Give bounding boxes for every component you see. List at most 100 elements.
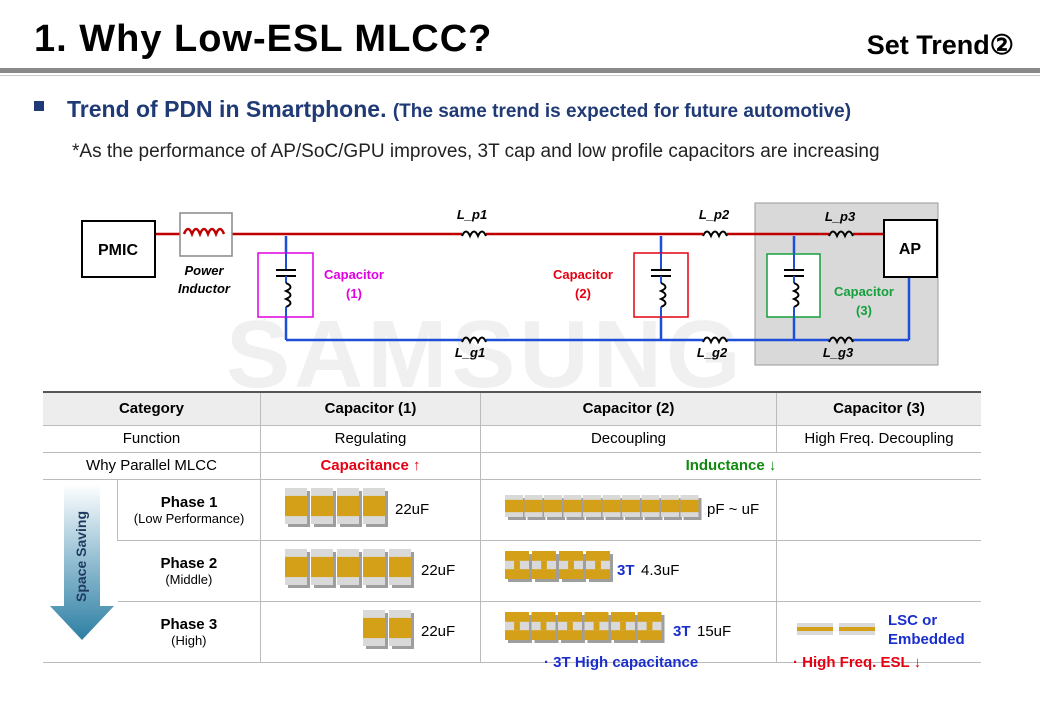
ap-label: AP: [899, 241, 922, 258]
mlcc-chip-icon: [504, 494, 526, 520]
power-inductor-box: [179, 212, 233, 257]
phase-1-name: Phase 1: [160, 493, 218, 511]
lg2-label: L_g2: [697, 345, 728, 360]
why-cap23: Inductance ↓: [479, 452, 981, 480]
phase-3-cap3-lsc: LSC or Embedded: [796, 612, 965, 648]
lg1-label: L_g1: [455, 345, 485, 360]
phase-3-cap2-chips: 3T 15uF: [504, 611, 731, 643]
inductor-lp3-icon: [828, 230, 854, 239]
why-row: Why Parallel MLCC Capacitance ↑ Inductan…: [43, 452, 981, 480]
mlcc-chip-icon: [584, 611, 612, 643]
mlcc-chip-icon: [637, 611, 665, 643]
phase-1-cap1-chips: 22uF: [284, 487, 429, 527]
phase-3-cap2-prefix: 3T: [673, 623, 691, 640]
phase-3-cap2: 3T 15uF: [479, 601, 777, 663]
mlcc-chip-icon: [610, 611, 638, 643]
phase-3-cap2-value: 15uF: [697, 623, 731, 640]
mlcc-chip-icon: [582, 494, 604, 520]
mlcc-chip-icon: [284, 487, 310, 527]
mlcc-chip-icon: [362, 548, 388, 588]
mlcc-chip-icon: [362, 487, 388, 527]
space-saving-label: Space Saving: [73, 511, 89, 602]
phase-2-cap3: [775, 540, 981, 602]
phase-3-cap1: 22uF: [259, 601, 481, 663]
function-label: Function: [43, 425, 261, 453]
mlcc-chip-icon: [388, 548, 414, 588]
headline-paren: (The same trend is expected for future a…: [392, 101, 852, 122]
function-row: Function Regulating Decoupling High Freq…: [43, 425, 981, 453]
mlcc-chip-icon: [524, 494, 546, 520]
mlcc-chip-icon: [557, 611, 585, 643]
phase-1-cap1-value: 22uF: [395, 501, 429, 518]
inductor-lg3-icon: [828, 336, 854, 345]
phase-3-name: Phase 3: [160, 615, 218, 633]
mlcc-chip-icon: [621, 494, 643, 520]
phase-1-cap2: pF ~ uF: [479, 479, 777, 541]
mlcc-chip-icon: [504, 611, 532, 643]
headline-main: Trend of PDN in Smartphone.: [67, 96, 387, 122]
ap-box: [883, 219, 938, 278]
phase-3-cap3-label-2: Embedded: [888, 631, 965, 648]
phase-1-sub: (Low Performance): [133, 510, 245, 526]
mlcc-chip-icon: [585, 550, 613, 582]
function-cap2: Decoupling: [479, 425, 777, 453]
capacitor-1-label-1: Capacitor: [324, 267, 384, 282]
pmic-box: [81, 220, 156, 278]
phase-3-cap3-label-1: LSC or: [888, 612, 937, 629]
phase-2-cap2-prefix: 3T: [617, 562, 635, 579]
mlcc-chip-icon: [531, 550, 559, 582]
table-header-row: Category Capacitor (1) Capacitor (2) Cap…: [43, 391, 981, 426]
phase-2-name: Phase 2: [160, 554, 218, 572]
header-cap3: Capacitor (3): [775, 391, 981, 426]
down-arrow-icon: [50, 484, 114, 640]
header-cap1: Capacitor (1): [259, 391, 481, 426]
phase-1-cap2-value: pF ~ uF: [707, 501, 759, 518]
headline: Trend of PDN in Smartphone. (The same tr…: [67, 96, 851, 123]
function-cap1: Regulating: [259, 425, 481, 453]
why-label: Why Parallel MLCC: [43, 452, 261, 480]
header-cap2: Capacitor (2): [479, 391, 777, 426]
mlcc-chip-icon: [558, 550, 586, 582]
mlcc-chip-icon: [388, 609, 414, 649]
power-inductor-coil-icon: [182, 227, 226, 238]
capacitor-1-label-2: (1): [346, 286, 362, 301]
why-cap1: Capacitance ↑: [259, 452, 481, 480]
space-saving-arrow: Space Saving: [50, 484, 114, 640]
phase-3-row: Phase 3 (High) 22uF 3T 15uF LSC or Embed…: [43, 601, 981, 663]
watermark: SAMSUNG: [226, 301, 745, 408]
phase-3-label: Phase 3 (High): [117, 601, 261, 663]
phase-1-cap1: 22uF: [259, 479, 481, 541]
phase-3-cap1-chips: 22uF: [362, 609, 455, 649]
ground-line: [284, 236, 911, 342]
phase-2-cap2: 3T 4.3uF: [479, 540, 777, 602]
phase-2-cap1-value: 22uF: [421, 562, 455, 579]
phase-1-label: Phase 1 (Low Performance): [117, 479, 261, 541]
capacitor-2-label-2: (2): [575, 286, 591, 301]
pdn-circuit-diagram: PMIC AP Power Inductor L_p1 L_p2 L_p3 L_…: [81, 202, 939, 366]
bullet-square-icon: [34, 101, 44, 111]
capacitor-1-symbol: [257, 252, 314, 318]
mlcc-chip-icon: [310, 487, 336, 527]
inductor-lg1-icon: [461, 336, 487, 345]
phase-1-row: Phase 1 (Low Performance) 22uF pF ~ uF: [43, 479, 981, 663]
capacitor-3-label-1: Capacitor: [834, 284, 894, 299]
title-rule: [0, 68, 1040, 73]
header-category: Category: [43, 391, 261, 426]
mlcc-chip-icon: [602, 494, 624, 520]
mlcc-chip-icon: [504, 550, 532, 582]
mlcc-chip-icon: [310, 548, 336, 588]
comparison-table: Category Capacitor (1) Capacitor (2) Cap…: [43, 391, 981, 663]
capacitor-3-label-2: (3): [856, 303, 872, 318]
phase-3-cap3: LSC or Embedded: [775, 601, 981, 663]
section-tag: Set Trend②: [866, 30, 1014, 60]
phase-2-cap2-chips: 3T 4.3uF: [504, 550, 679, 582]
power-inductor-label-2: Inductor: [178, 281, 231, 296]
mlcc-chip-icon: [543, 494, 565, 520]
phase-1-cap3: [775, 479, 981, 541]
mlcc-chip-icon: [641, 494, 663, 520]
power-inductor-label-1: Power: [184, 263, 224, 278]
mlcc-chip-icon: [336, 548, 362, 588]
note-text: *As the performance of AP/SoC/GPU improv…: [72, 141, 880, 162]
page-title: 1. Why Low-ESL MLCC?: [34, 18, 493, 60]
lp2-label: L_p2: [699, 207, 730, 222]
